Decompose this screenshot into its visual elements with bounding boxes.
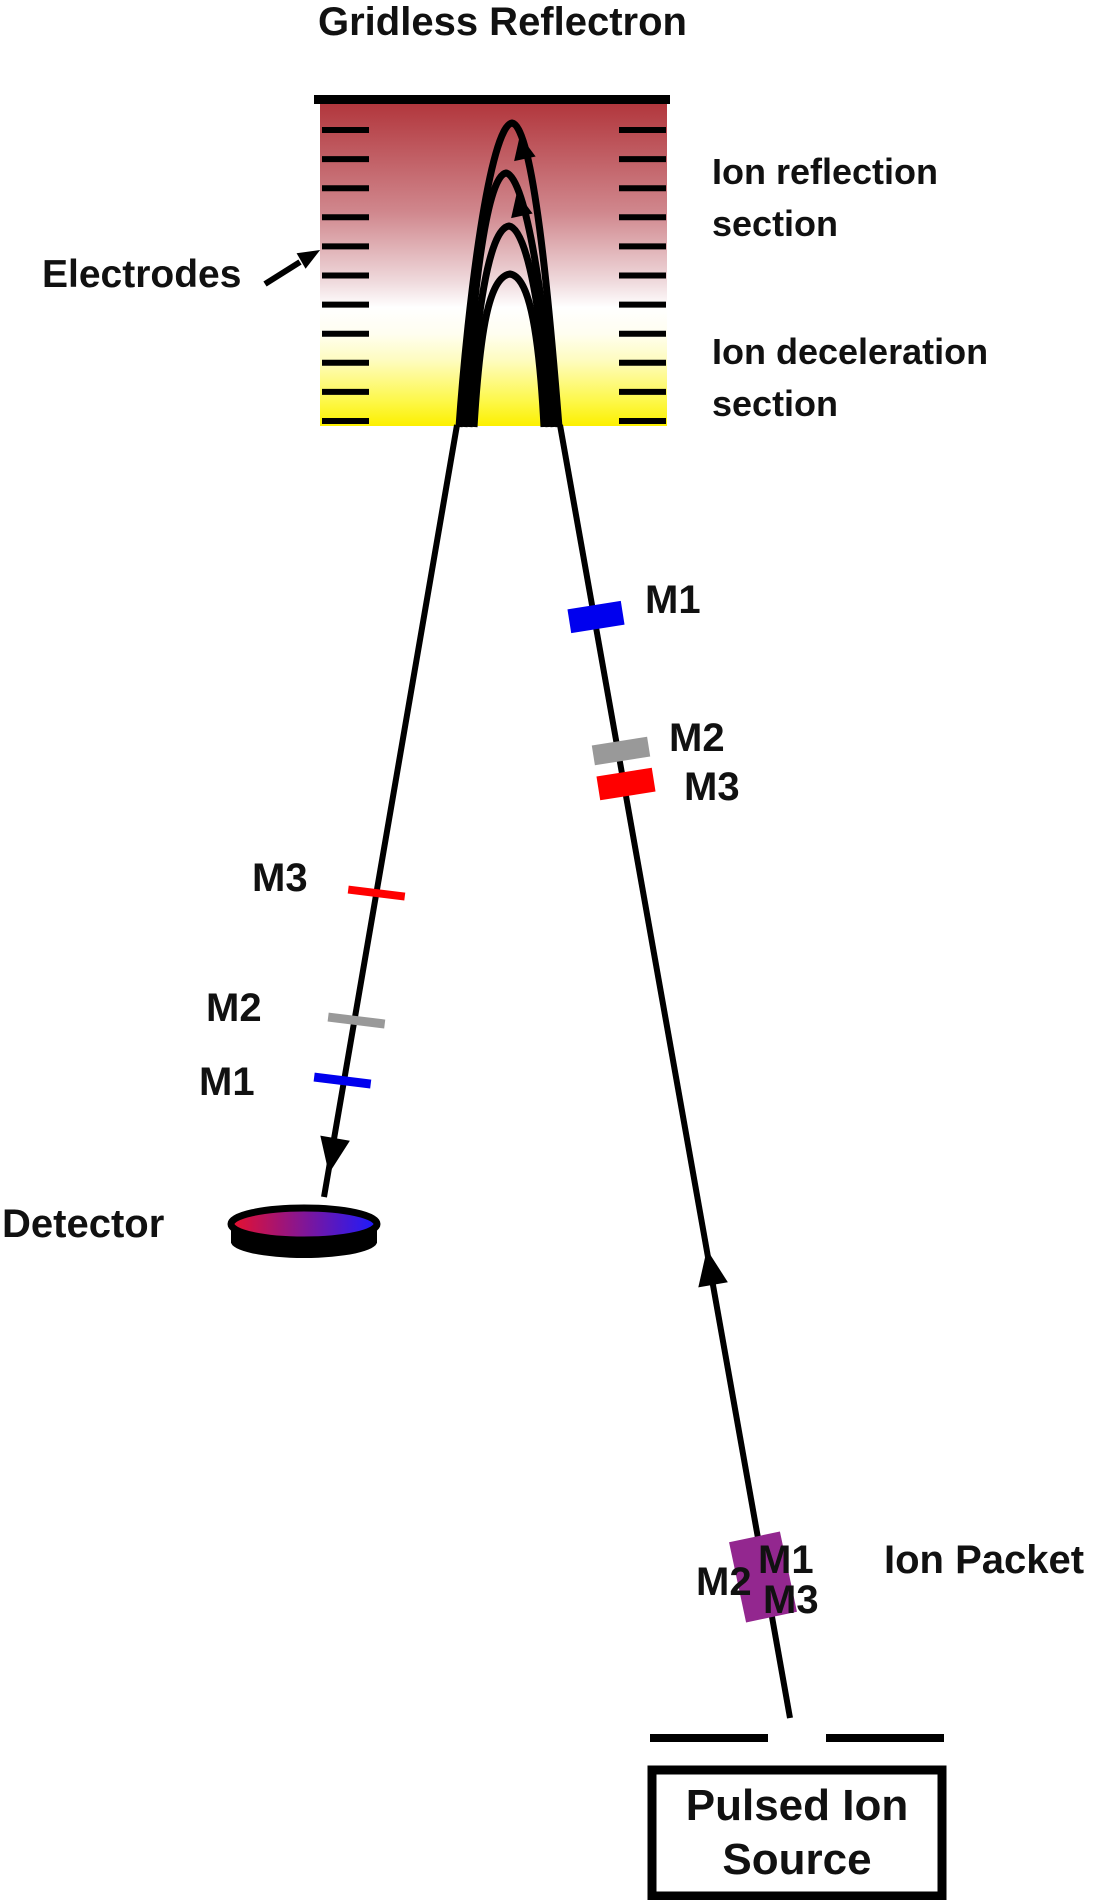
ion-packet-label: Ion Packet bbox=[884, 1538, 1085, 1582]
ion-packet-m2-label: M2 bbox=[696, 1560, 752, 1604]
return-marker-m1-label: M1 bbox=[199, 1060, 255, 1104]
arc-direction-arrow-icon bbox=[514, 135, 536, 162]
ion-packet-m3-label: M3 bbox=[763, 1578, 819, 1622]
outgoing-marker-m2 bbox=[591, 736, 651, 766]
ion-packet-m1-label: M1 bbox=[758, 1538, 814, 1582]
ion-trajectory-arcs bbox=[455, 119, 563, 428]
trajectory-arc-m4 bbox=[470, 270, 548, 428]
outgoing-marker-m3 bbox=[596, 767, 656, 801]
detector-label: Detector bbox=[2, 1202, 165, 1246]
ion-deceleration-section-label: Ion deceleration section bbox=[712, 331, 989, 425]
electrode-ticks bbox=[322, 127, 666, 424]
ion-packet-shape bbox=[729, 1531, 797, 1623]
detector-face bbox=[227, 1204, 381, 1244]
outgoing-flight-path bbox=[557, 424, 793, 1719]
pulsed-ion-source-label: Pulsed Ion Source bbox=[685, 1781, 909, 1884]
trajectory-arc-m1 bbox=[455, 119, 563, 428]
diagram-title: Gridless Reflectron bbox=[317, 0, 687, 44]
electrodes-pointer-arrow-icon bbox=[296, 250, 321, 269]
return-marker-m3 bbox=[347, 885, 406, 901]
outgoing-marker-m1 bbox=[567, 600, 625, 634]
outgoing-marker-m3-label: M3 bbox=[684, 765, 740, 809]
outgoing-marker-m1-label: M1 bbox=[645, 578, 701, 622]
arc-direction-arrow-icon bbox=[511, 192, 533, 219]
reflectron-body bbox=[320, 97, 667, 426]
detector-disk bbox=[227, 1204, 381, 1258]
ion-source bbox=[647, 1734, 947, 1900]
detector-direction-arrow-icon bbox=[320, 1135, 350, 1174]
return-marker-m1 bbox=[313, 1072, 372, 1089]
return-marker-m3-label: M3 bbox=[252, 856, 308, 900]
outgoing-marker-m2-label: M2 bbox=[669, 716, 725, 760]
outgoing-direction-arrow-icon bbox=[698, 1249, 728, 1288]
electrodes-label: Electrodes bbox=[42, 253, 242, 296]
return-marker-m2 bbox=[327, 1012, 386, 1029]
return-flight-path bbox=[321, 424, 460, 1198]
reflectron-top-plate bbox=[314, 95, 670, 104]
return-marker-m2-label: M2 bbox=[206, 986, 262, 1030]
trajectory-arc-m3 bbox=[465, 222, 553, 428]
electrodes-pointer-line bbox=[263, 259, 302, 287]
source-box bbox=[647, 1765, 947, 1900]
ion-reflection-section-label: Ion reflection section bbox=[712, 151, 939, 245]
trajectory-arc-m2 bbox=[460, 169, 558, 428]
